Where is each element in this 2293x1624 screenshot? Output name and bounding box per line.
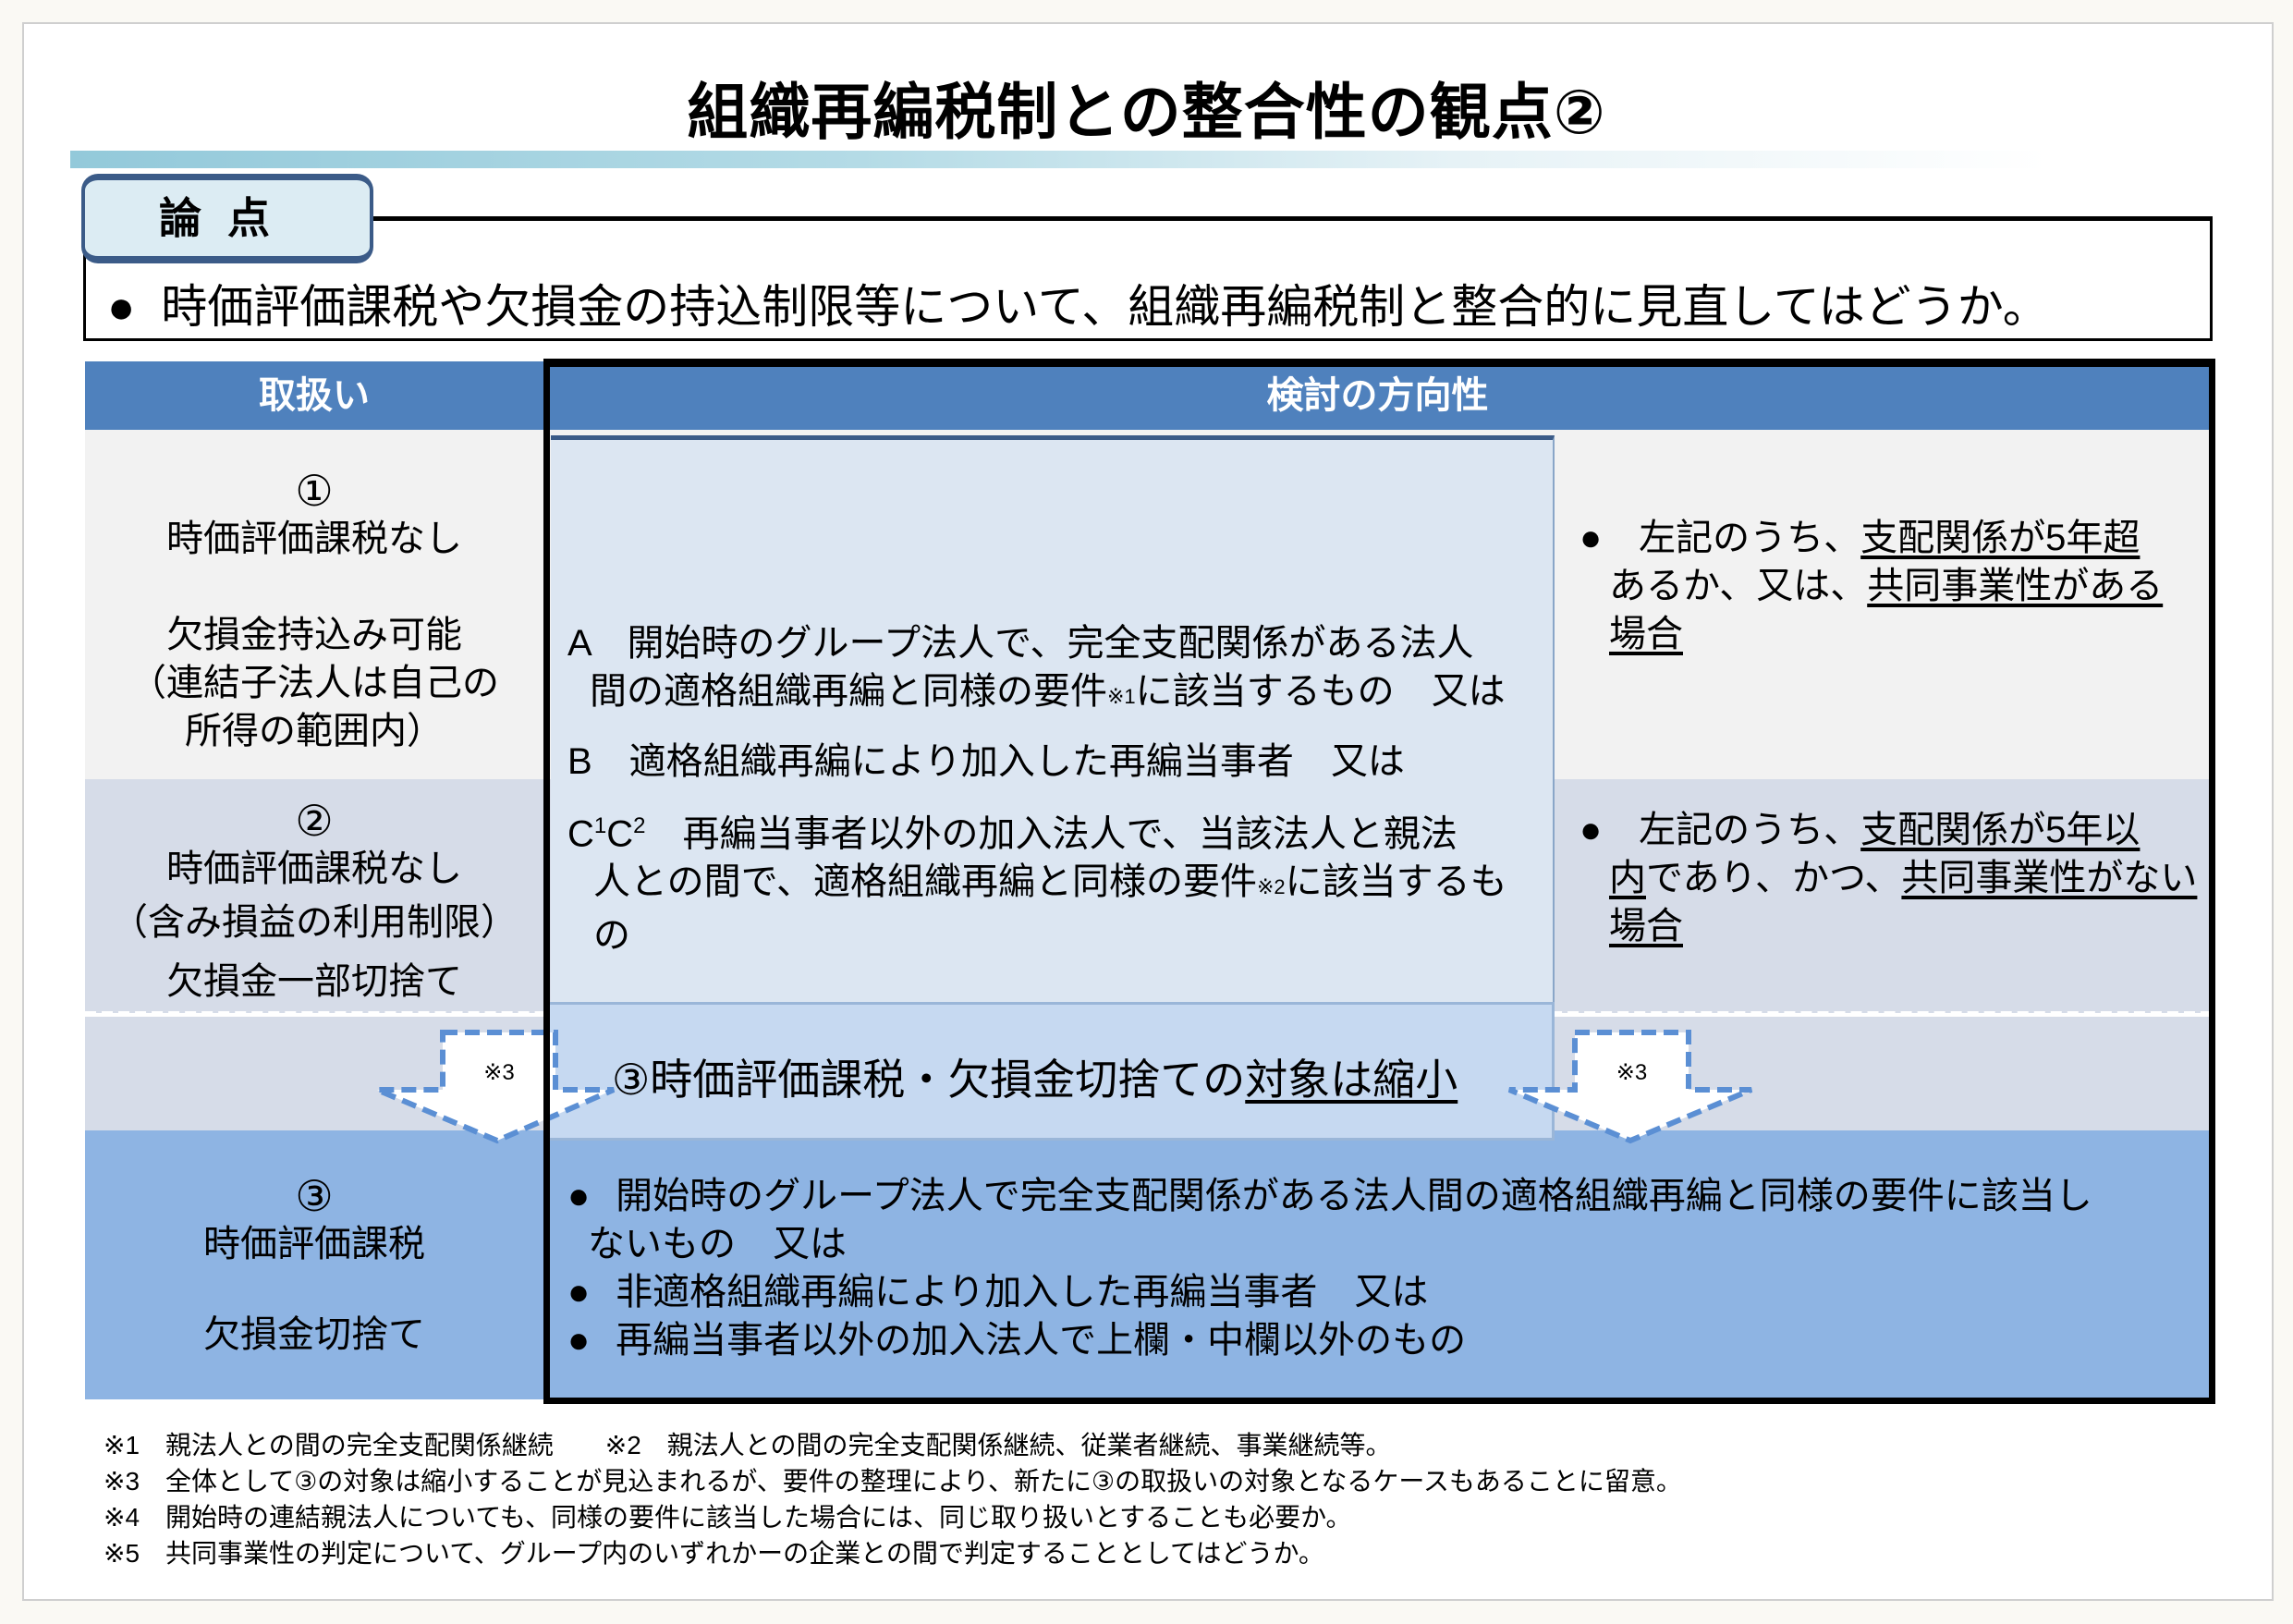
text: 共同事業性がない	[1901, 858, 2198, 898]
treatment-3: ③ 時価評価課税 欠損金切捨て	[85, 1172, 543, 1359]
footnote-1: ※1 親法人との間の完全支配関係継続 ※2 親法人との間の完全支配関係継続、従業…	[104, 1431, 1392, 1459]
issue-text: ● 時価評価課税や欠損金の持込制限等について、組織再編税制と整合的に見直してはどう…	[107, 270, 2049, 336]
text: に該当するも	[1285, 861, 1507, 903]
footnote-3: ※3 全体として③の対象は縮小することが見込まれるが、要件の整理により、新たに③…	[104, 1467, 1682, 1496]
issue-sentence: 時価評価課税や欠損金の持込制限等について、組織再編税制と整合的に見直してはどうか…	[161, 281, 2049, 333]
line: 時価評価課税なし	[166, 519, 462, 559]
conditions-text: A 開始時のグループ法人で、完全支配関係がある法人 間の適格組織再編と同様の要件…	[567, 619, 1556, 959]
footnote-5: ※5 共同事業性の判定について、グループ内のいずれかーの企業との間で判定すること…	[104, 1539, 1324, 1568]
row-number: ②	[295, 797, 334, 845]
conditions-box	[551, 435, 1555, 1002]
line: 欠損金持込み可能	[166, 615, 462, 655]
text: であり、かつ、	[1646, 858, 1902, 898]
header-treatment: 取扱い	[85, 361, 543, 430]
line: 時価評価課税	[203, 1224, 425, 1264]
text: 再編当事者以外の加入法人で上欄・中欄以外のもの	[616, 1320, 1467, 1361]
line: 時価評価課税なし	[166, 849, 462, 889]
issue-box	[83, 216, 2213, 341]
condition-b: B 適格組織再編により加入した再編当事者 又は	[567, 741, 1405, 782]
line: （連結子法人は自己の	[129, 663, 499, 703]
note-ref: ※2	[1257, 875, 1286, 899]
text: C	[606, 813, 634, 855]
bullet-icon: ●	[567, 1176, 591, 1216]
condition-a-line1: A 開始時のグループ法人で、完全支配関係がある法人	[567, 623, 1474, 664]
text: 開始時のグループ法人で完全支配関係がある法人間の適格組織再編と同様の要件に該当し	[616, 1176, 2092, 1216]
row-number: ③	[295, 1172, 334, 1220]
text: C	[567, 813, 594, 855]
arrow-note-left: ※3	[483, 1060, 515, 1085]
text: 共同事業性がある	[1867, 566, 2164, 606]
treatment-1: ① 時価評価課税なし 欠損金持込み可能 （連結子法人は自己の 所得の範囲内）	[85, 467, 543, 755]
text: ③時価評価課税・欠損金切捨ての	[612, 1056, 1246, 1104]
note-ref: ※1	[1107, 685, 1136, 708]
footnote-4: ※4 開始時の連結親法人についても、同様の要件に該当した場合には、同じ取り扱いと…	[104, 1503, 1352, 1532]
bullet-icon: ●	[1579, 810, 1603, 850]
text: 支配関係が5年以	[1860, 810, 2141, 850]
condition-c-line3: の	[593, 915, 630, 957]
row-number: ①	[295, 467, 334, 515]
line: 欠損金切捨て	[203, 1314, 425, 1355]
arrow-note-right: ※3	[1616, 1060, 1648, 1085]
direction-frame	[543, 359, 2215, 1404]
text: 1	[593, 813, 607, 838]
line: 所得の範囲内）	[185, 711, 444, 751]
line: 欠損金一部切捨て	[166, 961, 462, 1002]
text: に該当するもの 又は	[1135, 671, 1506, 712]
direction-2: ● 左記のうち、支配関係が5年以 内であり、かつ、共同事業性がない 場合	[1579, 806, 2217, 950]
condition-a-line2: 間の適格組織再編と同様の要件※1に該当するもの 又は	[567, 667, 1556, 721]
shrink-box	[545, 1002, 1555, 1141]
text: ないもの 又は	[588, 1224, 847, 1264]
text: 対象は縮小	[1245, 1056, 1458, 1104]
text: 2	[633, 813, 646, 838]
bottom-conditions: ● 開始時のグループ法人で完全支配関係がある法人間の適格組織再編と同様の要件に該当…	[567, 1172, 2213, 1364]
bullet-icon: ●	[1579, 518, 1603, 558]
text: 再編当事者以外の加入法人で、当該法人と親法	[645, 813, 1458, 855]
shrink-text: ③時価評価課税・欠損金切捨ての対象は縮小	[612, 1046, 1458, 1107]
treatment-2: ② 時価評価課税なし （含み損益の利用制限） 欠損金一部切捨て	[85, 797, 543, 1006]
row-3-bg	[85, 1130, 2212, 1399]
text: 支配関係が5年超	[1860, 518, 2141, 558]
text: 場合	[1609, 614, 1683, 654]
condition-c-line2: 人との間で、適格組織再編と同様の要件※2に該当するも	[567, 858, 1556, 911]
direction-1: ● 左記のうち、支配関係が5年超 あるか、又は、共同事業性がある 場合	[1579, 514, 2208, 658]
text: 場合	[1609, 906, 1683, 946]
text: 人との間で、適格組織再編と同様の要件	[593, 861, 1257, 903]
text: 左記のうち、	[1602, 518, 1861, 558]
text: あるか、又は、	[1609, 566, 1868, 606]
text: 左記のうち、	[1602, 810, 1861, 850]
condition-c-line1: C1C2 再編当事者以外の加入法人で、当該法人と親法	[567, 802, 1556, 858]
header-direction: 検討の方向性	[543, 361, 2212, 430]
bullet-icon: ●	[567, 1320, 591, 1361]
down-arrow-right-icon	[1507, 1030, 1753, 1144]
text: 間の適格組織再編と同様の要件	[590, 671, 1107, 712]
title-underline-bar	[70, 151, 2048, 168]
bullet-icon: ●	[567, 1272, 591, 1313]
bullet-icon: ●	[107, 281, 136, 333]
text: 内	[1609, 858, 1646, 898]
page-title: 組織再編税制との整合性の観点②	[687, 78, 1606, 146]
down-arrow-left-icon	[375, 1030, 616, 1144]
line: （含み損益の利用制限）	[111, 902, 518, 943]
issue-tab: 論点	[81, 174, 373, 263]
text: 非適格組織再編により加入した再編当事者 又は	[616, 1272, 1429, 1313]
